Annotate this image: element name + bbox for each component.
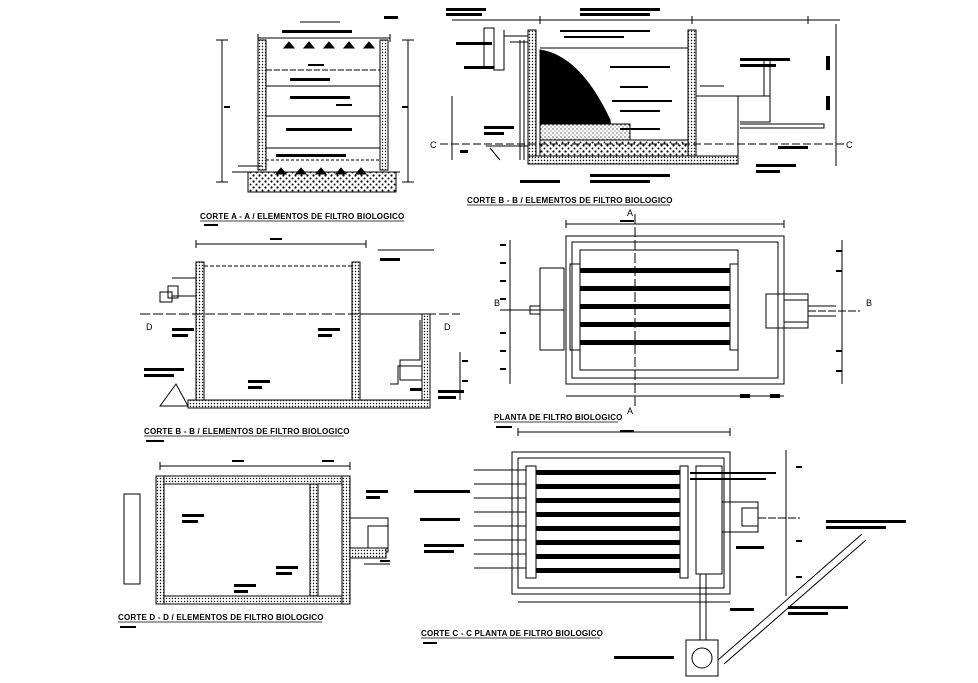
- caption-section-dd: CORTE D - D / ELEMENTOS DE FILTRO BIOLOG…: [118, 613, 324, 622]
- section-mark-d-right: D: [444, 322, 451, 332]
- section-bb-top-drawing: [440, 16, 846, 166]
- section-bb-left-labels: [144, 238, 468, 399]
- section-aa-labels: [224, 16, 408, 157]
- section-cc-drawing: [474, 428, 867, 677]
- section-mark-a-bottom: A: [627, 406, 633, 416]
- section-dd-drawing: [123, 462, 390, 605]
- section-mark-c-left: C: [430, 140, 437, 150]
- section-bb-left-drawing: [140, 240, 461, 409]
- section-mark-b-right: B: [866, 298, 872, 308]
- section-bb-top-labels: [446, 8, 830, 183]
- plan-drawing: [500, 214, 860, 408]
- caption-plan: PLANTA DE FILTRO BIOLOGICO: [494, 413, 623, 422]
- caption-section-bb-left: CORTE B - B / ELEMENTOS DE FILTRO BIOLOG…: [144, 427, 350, 436]
- section-mark-b-left: B: [494, 298, 500, 308]
- section-mark-c-right: C: [846, 140, 853, 150]
- plan-labels: [500, 220, 842, 398]
- section-dd-labels: [182, 460, 390, 593]
- caption-section-bb-top: CORTE B - B / ELEMENTOS DE FILTRO BIOLOG…: [467, 196, 673, 205]
- section-mark-a-top: A: [627, 208, 633, 218]
- section-cc-labels: [414, 430, 906, 659]
- caption-section-cc: CORTE C - C PLANTA DE FILTRO BIOLOGICO: [421, 629, 603, 638]
- section-mark-d-left: D: [146, 322, 153, 332]
- caption-section-aa: CORTE A - A / ELEMENTOS DE FILTRO BIOLOG…: [200, 212, 404, 221]
- section-aa-drawing: [216, 21, 414, 193]
